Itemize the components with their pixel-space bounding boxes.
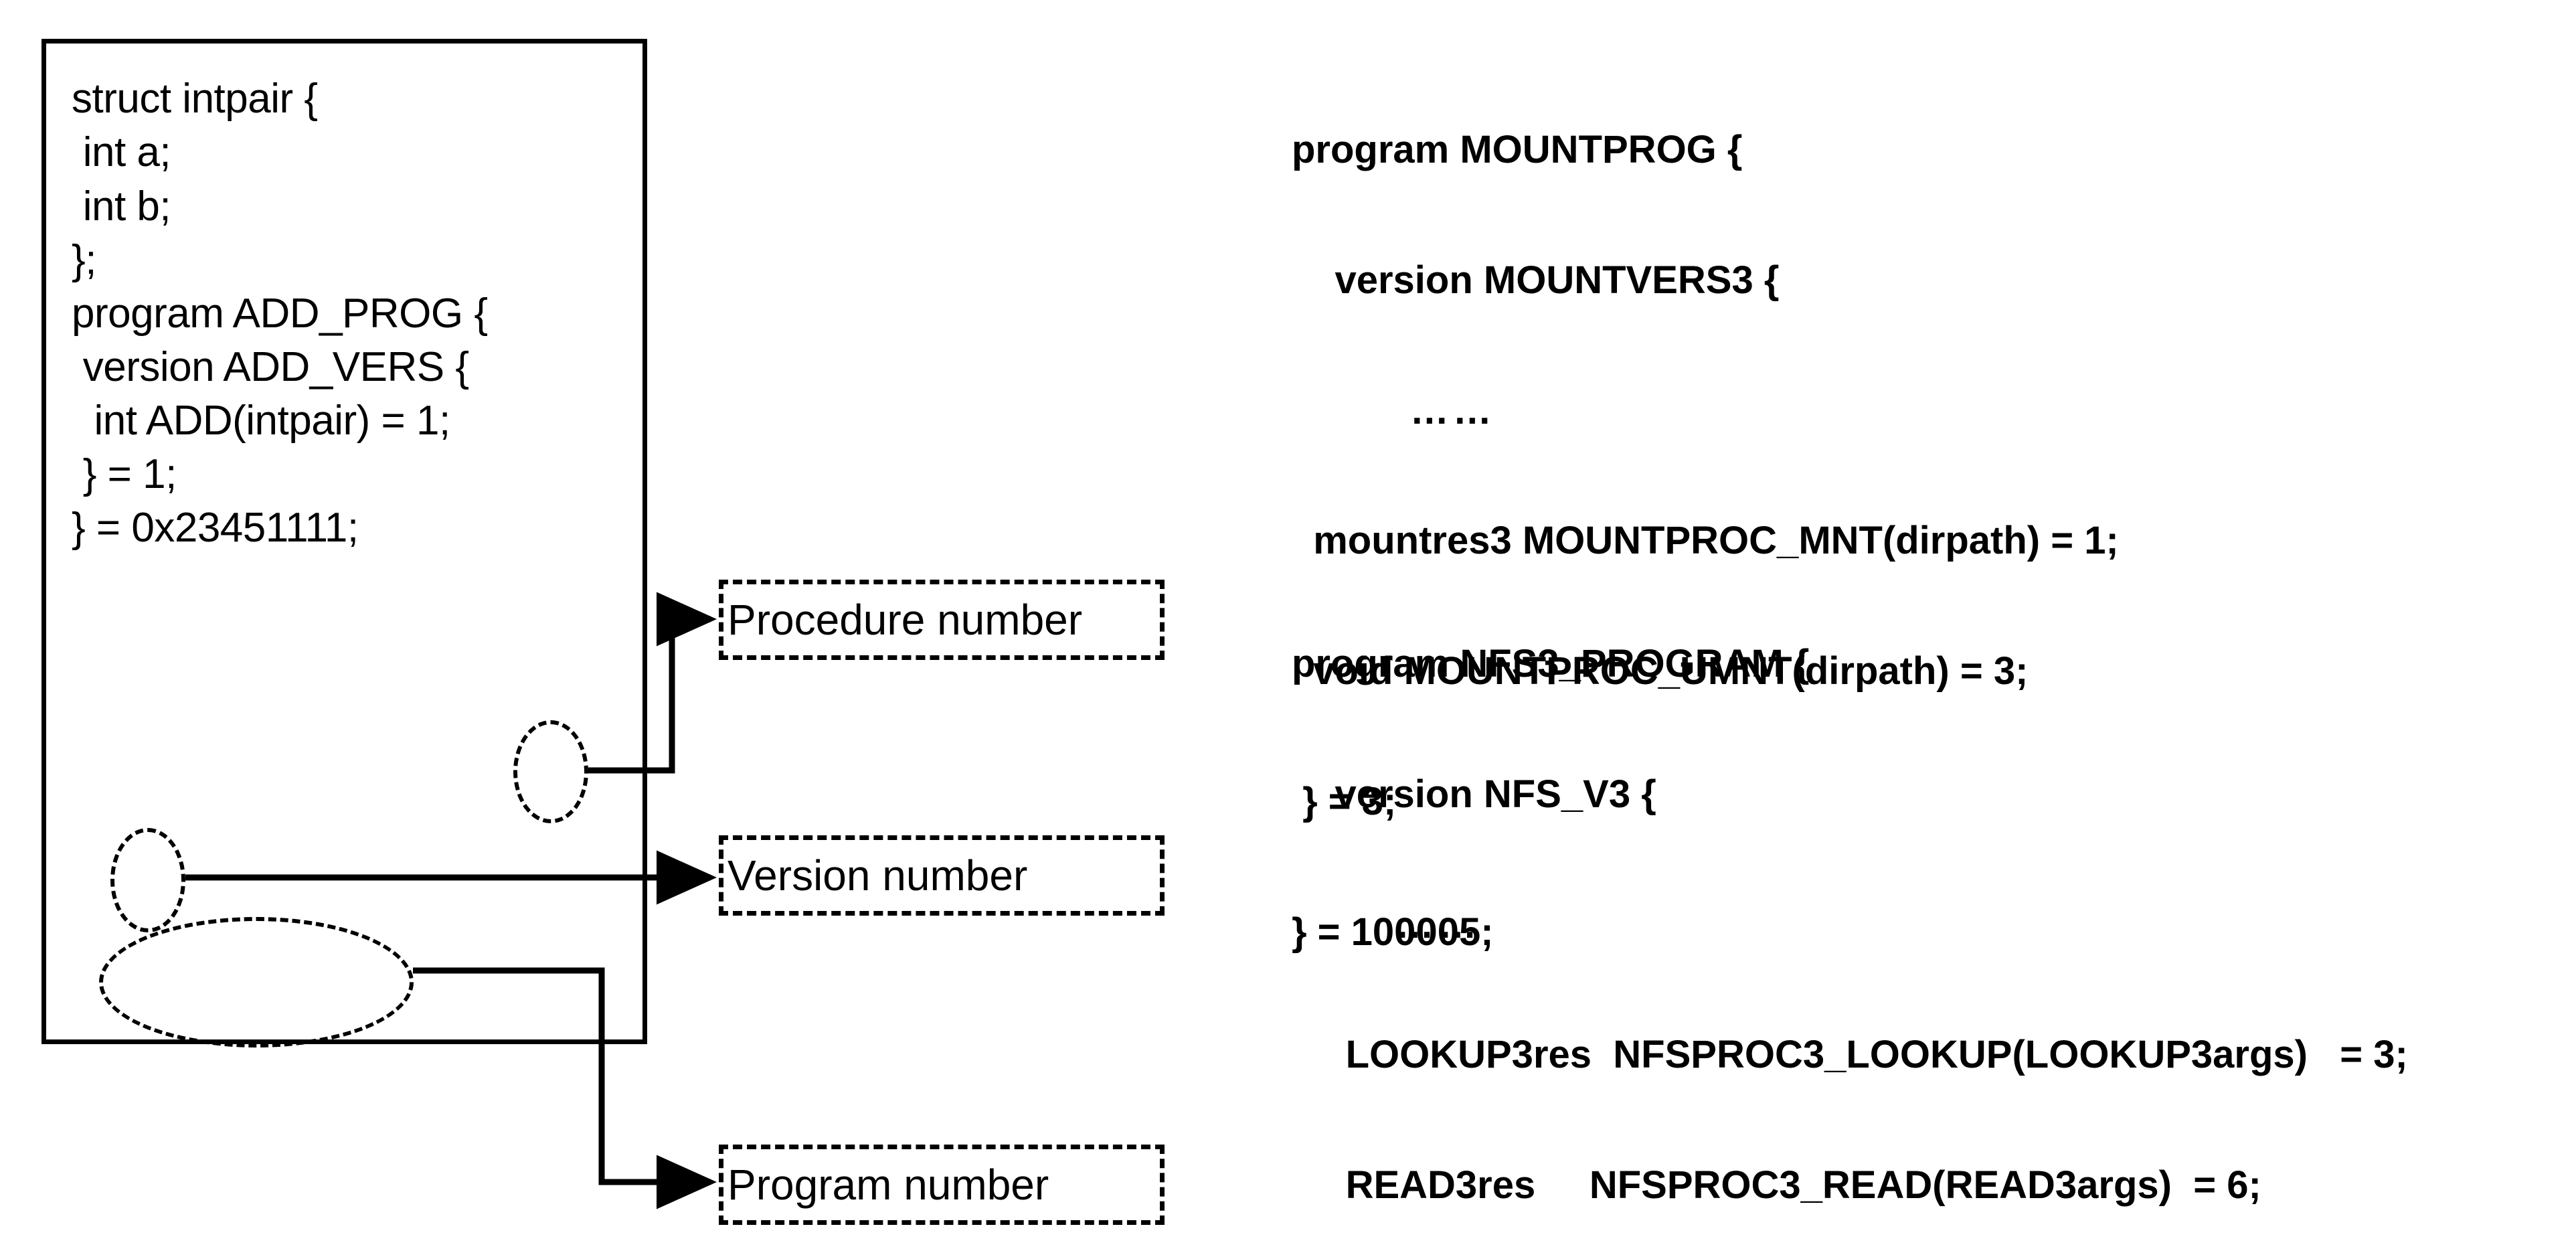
- code-line-procedure: int ADD(intpair) = 1;: [72, 398, 450, 444]
- code-line-version-open: version ADD_VERS {: [72, 344, 469, 390]
- listing-nfs3-program: program NFS3_PROGRAM { version NFS_V3 { …: [1292, 556, 2408, 1257]
- mountprog-line-2-ellipsis: ……: [1292, 388, 1496, 432]
- callout-procedure-number: Procedure number: [719, 580, 1165, 660]
- mountprog-line-5: } = 3;: [1292, 780, 1397, 824]
- code-line-version-close: } = 1;: [72, 451, 177, 497]
- mountprog-line-0: program MOUNTPROG {: [1292, 127, 1743, 171]
- version-number-highlight-ellipse: [110, 828, 185, 932]
- callout-program-number: Program number: [719, 1145, 1165, 1225]
- nfs3-line-0: program NFS3_PROGRAM {: [1292, 641, 1810, 685]
- xdr-definition-panel: struct intpair { int a; int b; }; progra…: [41, 39, 647, 1044]
- mountprog-line-3: mountres3 MOUNTPROC_MNT(dirpath) = 1;: [1292, 519, 2119, 563]
- mountprog-line-6: } = 100005;: [1292, 910, 1494, 954]
- code-line-int-b: int b;: [72, 183, 171, 230]
- code-line-program-close: } = 0x23451111;: [72, 505, 359, 551]
- callout-version-number-label: Version number: [727, 851, 1028, 900]
- nfs3-line-3-lookup: LOOKUP3res NFSPROC3_LOOKUP(LOOKUP3args) …: [1292, 1033, 2408, 1077]
- nfs3-line-4-read: READ3res NFSPROC3_READ(READ3args) = 6;: [1292, 1163, 2261, 1207]
- nfs3-line-2-ellipsis: ……: [1292, 902, 1481, 946]
- mountprog-line-4: void MOUNTPROC_UMNT(dirpath) = 3;: [1292, 649, 2029, 693]
- code-line-int-a: int a;: [72, 129, 171, 175]
- code-line-struct-open: struct intpair {: [72, 76, 318, 122]
- code-line-struct-close: };: [72, 237, 96, 283]
- code-line-program-open: program ADD_PROG {: [72, 290, 488, 337]
- procedure-number-highlight-ellipse: [513, 720, 588, 823]
- listing-mountprog: program MOUNTPROG { version MOUNTVERS3 {…: [1292, 41, 2119, 1041]
- callout-version-number: Version number: [719, 835, 1165, 916]
- callout-program-number-label: Program number: [727, 1161, 1049, 1209]
- nfs3-line-1: version NFS_V3 {: [1292, 772, 1656, 816]
- callout-procedure-number-label: Procedure number: [727, 596, 1083, 644]
- mountprog-line-1: version MOUNTVERS3 {: [1292, 258, 1780, 302]
- program-number-highlight-ellipse: [99, 917, 414, 1048]
